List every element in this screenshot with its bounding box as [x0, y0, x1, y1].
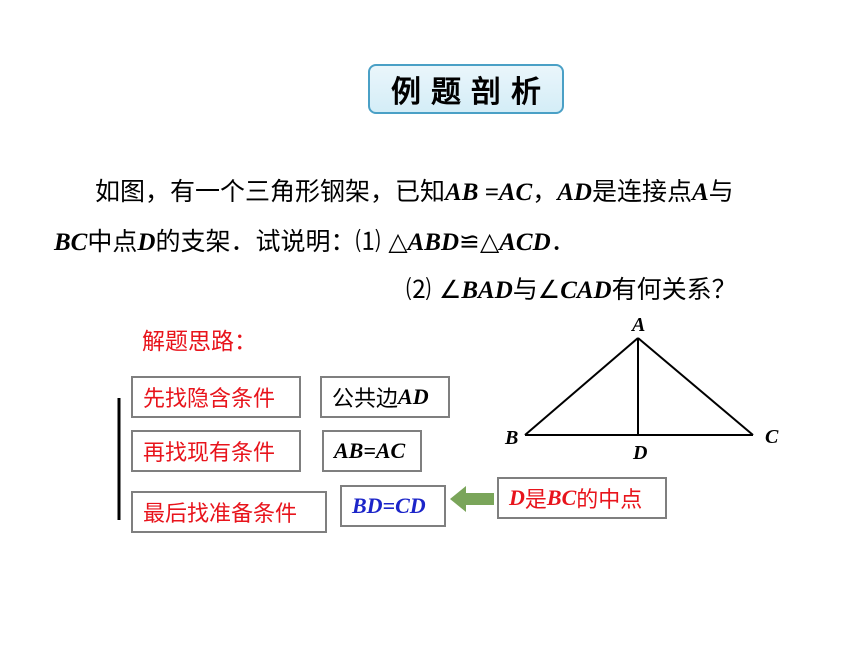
math: BAD — [461, 277, 513, 304]
problem-line-3: ⑵ ∠BAD与∠CAD有何关系？ — [406, 270, 737, 306]
arrow-left-icon — [450, 486, 494, 512]
text: 中点 — [87, 227, 138, 256]
hint-heading: 解题思路： — [142, 329, 257, 355]
text: ， — [532, 177, 558, 206]
math: AB=AC — [334, 438, 406, 463]
text: 的支架．试说明：⑴ △ — [155, 227, 408, 256]
section-title: 例题剖析 — [368, 64, 564, 114]
math: ABD — [407, 229, 460, 256]
math: A — [691, 179, 709, 206]
step-1-label: 先找隐含条件 — [131, 376, 301, 418]
step-3-answer: BD=CD — [340, 485, 446, 527]
problem-line-2: BC中点D的支架．试说明：⑴ △ABD≌△ACD． — [54, 222, 576, 258]
text: 与∠ — [512, 275, 561, 304]
math: BC — [54, 229, 88, 256]
step-2-answer: AB=AC — [322, 430, 422, 472]
math: ACD — [499, 229, 551, 256]
text: 有何关系？ — [611, 275, 737, 304]
math: CAD — [560, 277, 612, 304]
text: 是连接点 — [591, 177, 692, 206]
vertex-label-d: D — [632, 442, 647, 464]
vertex-label-b: B — [504, 427, 518, 449]
math: D — [137, 229, 156, 256]
triangle-figure: A B C D — [504, 314, 779, 464]
math: D — [509, 485, 525, 510]
side-ac — [637, 337, 754, 436]
math: AB =AC — [445, 179, 533, 206]
step-2-label: 再找现有条件 — [131, 430, 301, 472]
text: 公共边 — [332, 387, 399, 412]
side-ab — [524, 337, 639, 436]
text: 与 — [708, 177, 734, 206]
vertex-label-a: A — [630, 314, 645, 336]
text: 是 — [524, 488, 547, 513]
math: AD — [398, 384, 429, 409]
text: ． — [550, 227, 576, 256]
text: ⑵ ∠ — [406, 275, 462, 304]
text: ≌△ — [459, 227, 500, 256]
problem-line-1: 如图，有一个三角形钢架，已知AB =AC，AD是连接点A与 — [95, 172, 734, 208]
bracket — [117, 398, 121, 520]
math: AD — [557, 179, 592, 206]
step-3-label: 最后找准备条件 — [131, 491, 327, 533]
math: BD=CD — [352, 493, 426, 518]
math: BC — [546, 485, 577, 510]
text: 如图，有一个三角形钢架，已知 — [95, 177, 446, 206]
text: 的中点 — [576, 488, 643, 513]
vertex-label-c: C — [765, 426, 779, 448]
